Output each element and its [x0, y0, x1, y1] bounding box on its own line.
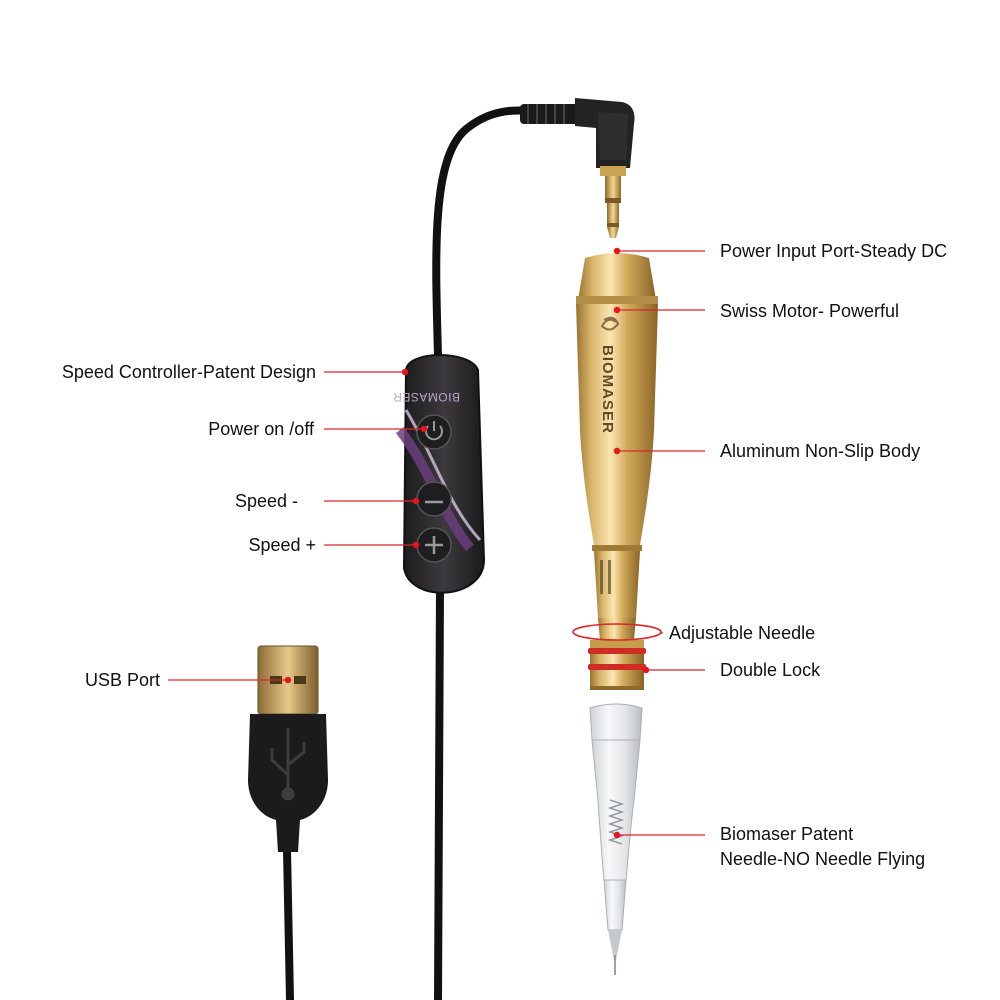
needle-cartridge — [589, 703, 643, 975]
cable — [283, 106, 564, 1000]
speed-controller: BIOMASER — [393, 354, 486, 594]
label-speed-controller: Speed Controller-Patent Design — [61, 362, 316, 382]
dc-plug — [520, 98, 635, 238]
label-power-onoff: Power on /off — [208, 419, 314, 439]
controller-brand-text: BIOMASER — [393, 390, 460, 404]
adjust-ring — [572, 623, 662, 641]
speed-plus-button[interactable] — [416, 527, 452, 563]
label-double-lock: Double Lock — [720, 660, 821, 680]
label-usb-port: USB Port — [84, 670, 160, 690]
speed-minus-button[interactable] — [416, 481, 452, 517]
pen-brand-text: BIOMASER — [599, 345, 616, 434]
label-power-input: Power Input Port-Steady DC — [720, 241, 948, 261]
usb-icon — [270, 728, 306, 801]
pen: BIOMASER — [572, 253, 662, 690]
label-patent-needle: Biomaser Patent Needle-NO Needle Flying — [720, 822, 980, 872]
pen-logo-icon — [600, 316, 620, 331]
plus-icon — [425, 536, 443, 554]
label-adjustable-needle: Adjustable Needle — [669, 623, 816, 643]
label-swiss-motor: Swiss Motor- Powerful — [720, 301, 900, 321]
label-patent-needle-line-1: Biomaser Patent — [720, 824, 854, 844]
label-patent-needle-line-2: Needle-NO Needle Flying — [720, 849, 926, 869]
power-button[interactable] — [416, 414, 452, 450]
leader-lines — [168, 250, 705, 836]
label-aluminum-body: Aluminum Non-Slip Body — [720, 441, 921, 461]
leader-dots — [284, 247, 650, 839]
label-speed-plus: Speed + — [248, 535, 316, 555]
label-speed-minus: Speed - — [234, 491, 298, 511]
